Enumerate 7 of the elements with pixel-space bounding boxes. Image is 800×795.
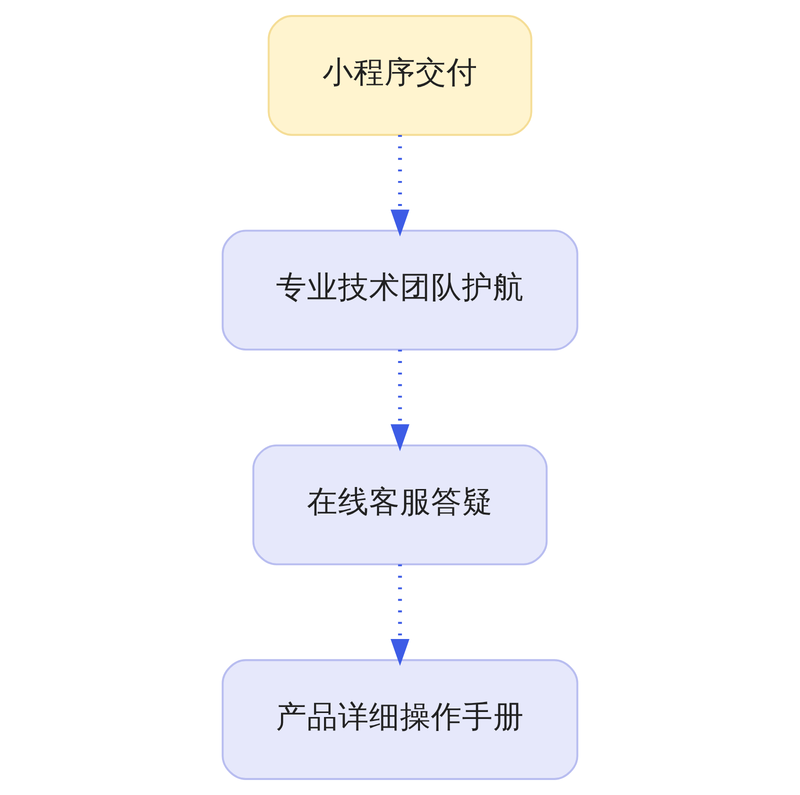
node-box: 产品详细操作手册 [222, 659, 578, 780]
node-box: 在线客服答疑 [252, 444, 548, 566]
arrow [390, 350, 410, 452]
arrow [390, 564, 410, 666]
node-box: 小程序交付 [268, 15, 532, 136]
node-box: 专业技术团队护航 [222, 230, 578, 351]
arrow [390, 134, 410, 236]
